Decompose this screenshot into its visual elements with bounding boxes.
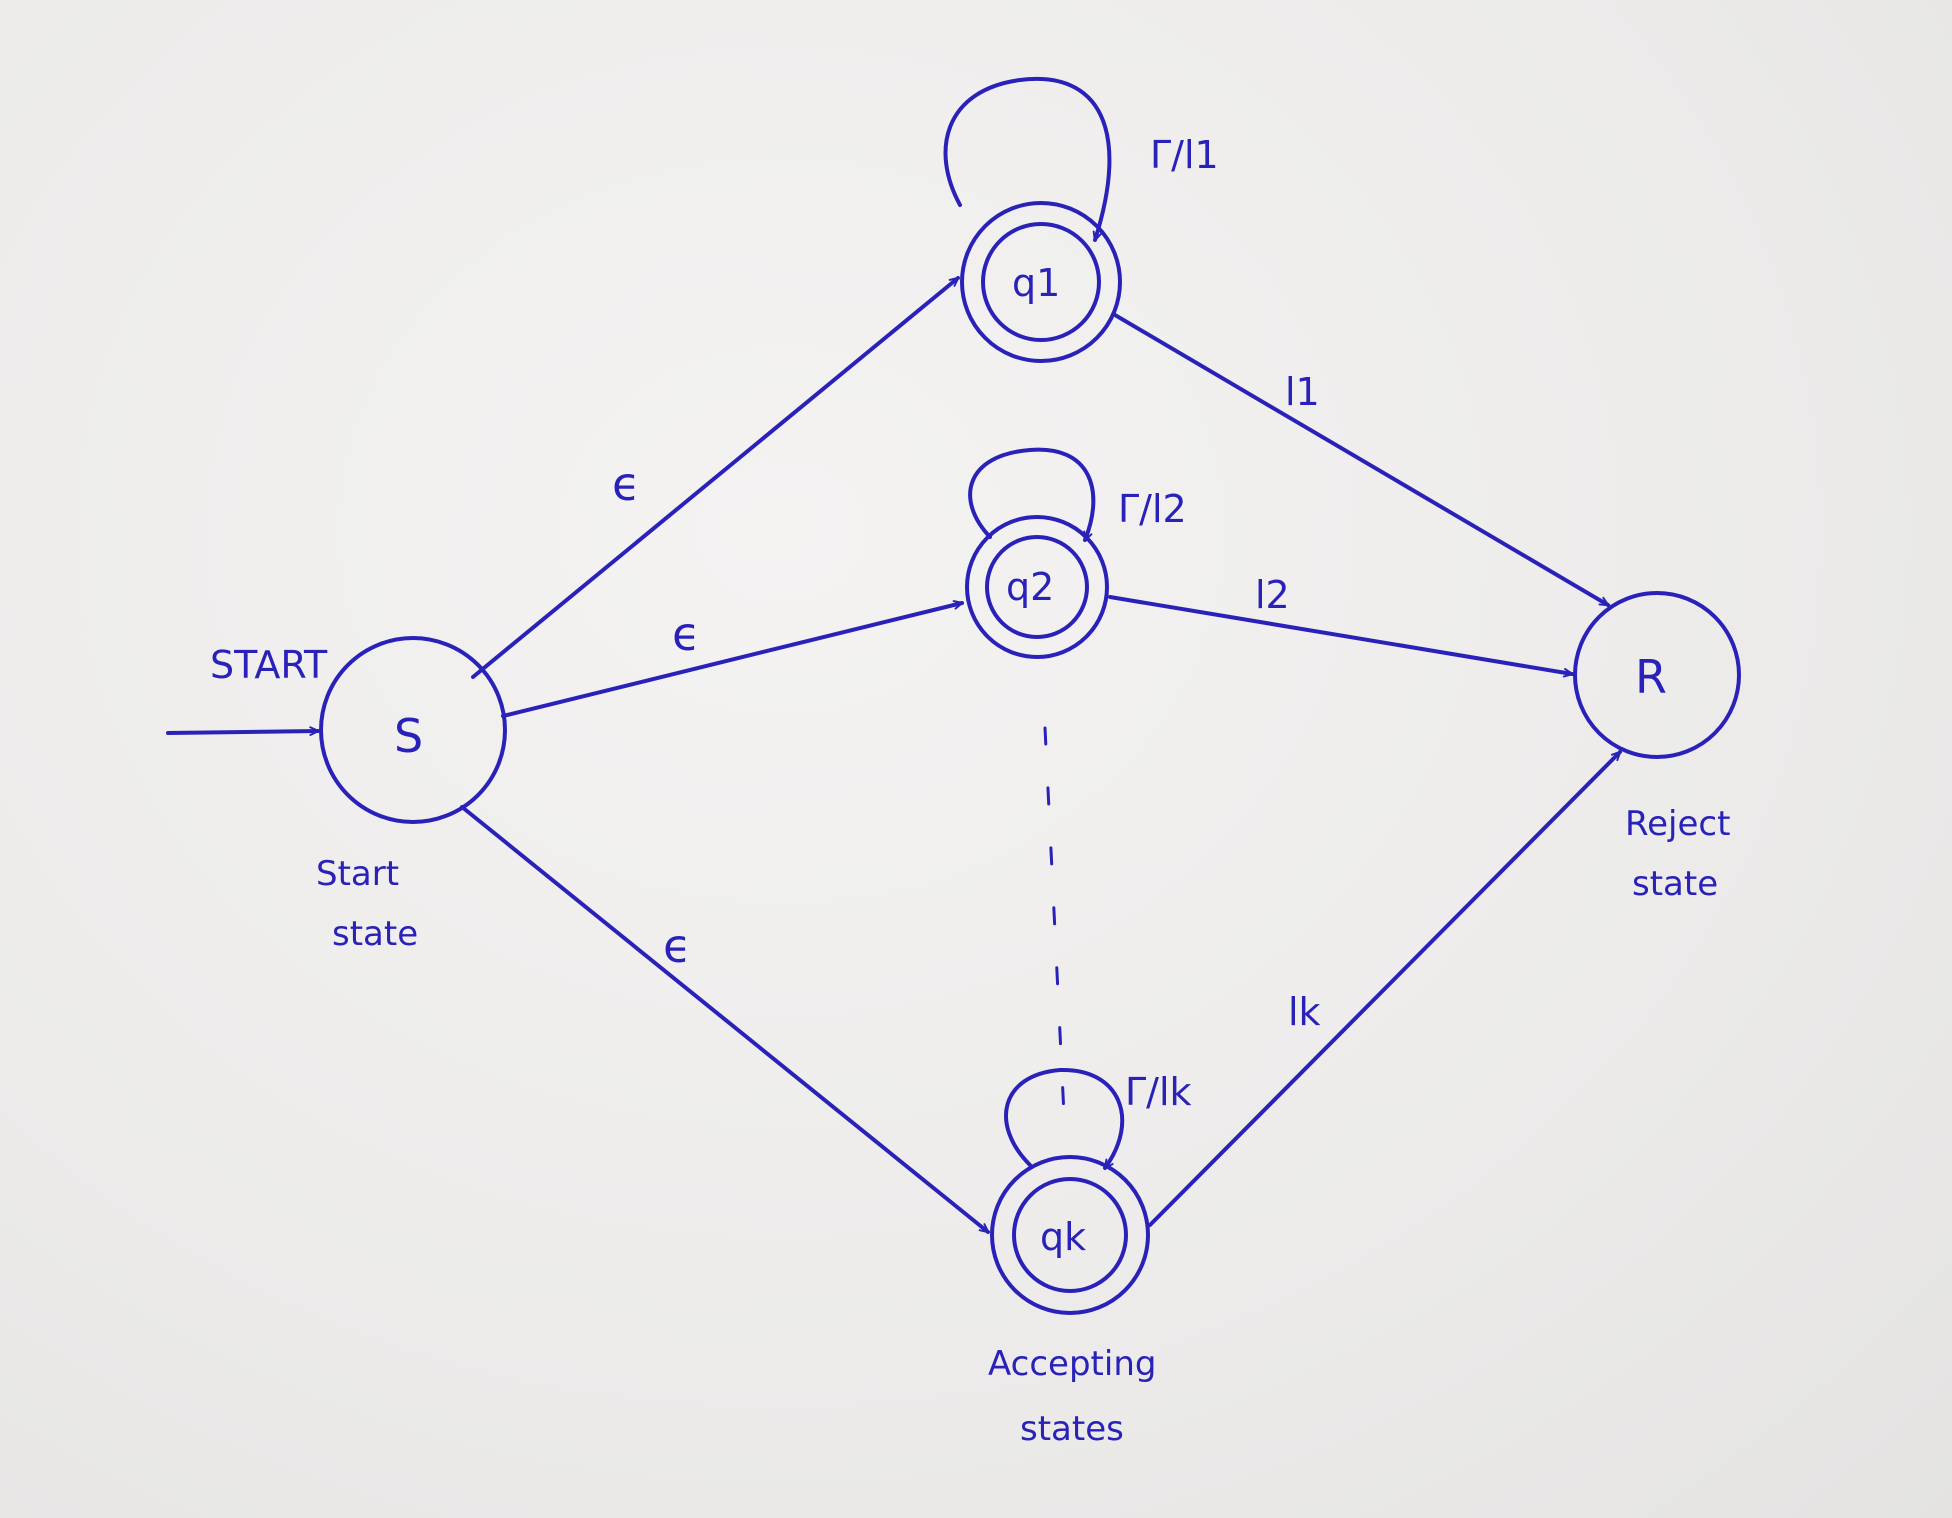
qk-loop-label: Γ/lk [1125,1070,1192,1114]
state-start: S [319,636,507,824]
start-state-caption-line2: state [332,914,418,954]
state-reject-name: R [1635,650,1667,704]
state-q2-inner-circle [985,535,1089,639]
edge-s-to-qk [460,805,990,1234]
state-qk-inner-circle [1012,1177,1128,1293]
state-start-circle [319,636,507,824]
reject-state-caption-line2: state [1632,864,1718,904]
start-state-caption-line1: Start [316,854,399,894]
q2-loop-label: Γ/l2 [1118,487,1187,531]
q1-self-loop [943,76,1112,242]
accepting-caption-line1: Accepting [988,1344,1156,1384]
edge-q1-to-reject [1113,313,1610,607]
start-arrow [166,726,320,736]
edge-q2-to-reject [1108,595,1574,678]
edge-s-to-qk-label: ϵ [663,919,691,973]
ellipsis-dashes [1043,726,1067,1137]
reject-state-caption-line1: Reject [1625,804,1730,844]
q1-loop-label: Γ/l1 [1150,133,1219,177]
edge-s-to-q2 [501,600,964,718]
state-q2-name: q2 [1006,565,1054,609]
state-q1-outer-circle [960,201,1122,363]
state-qk: qk [990,1155,1150,1315]
state-q1-name: q1 [1012,261,1060,305]
state-q1: q1 [960,201,1122,363]
state-reject-circle [1573,591,1741,759]
state-start-name: S [394,709,423,763]
edge-s-to-q2-label: ϵ [672,607,700,661]
start-label: START [210,643,328,687]
state-qk-outer-circle [990,1155,1150,1315]
accepting-caption-line2: states [1020,1409,1124,1449]
qk-self-loop [1004,1067,1125,1170]
state-q2: q2 [965,515,1109,659]
edge-qk-to-reject [1148,750,1622,1227]
state-q1-inner-circle [981,222,1101,342]
edge-s-to-q1 [471,276,960,679]
q2-self-loop [968,447,1096,542]
edge-qk-to-reject-label: lk [1288,990,1321,1034]
state-q2-outer-circle [965,515,1109,659]
edge-q1-to-reject-label: l1 [1285,370,1320,414]
state-qk-name: qk [1040,1215,1086,1259]
edge-s-to-q1-label: ϵ [612,457,640,511]
state-reject: R [1573,591,1741,759]
edge-q2-to-reject-label: l2 [1255,573,1290,617]
